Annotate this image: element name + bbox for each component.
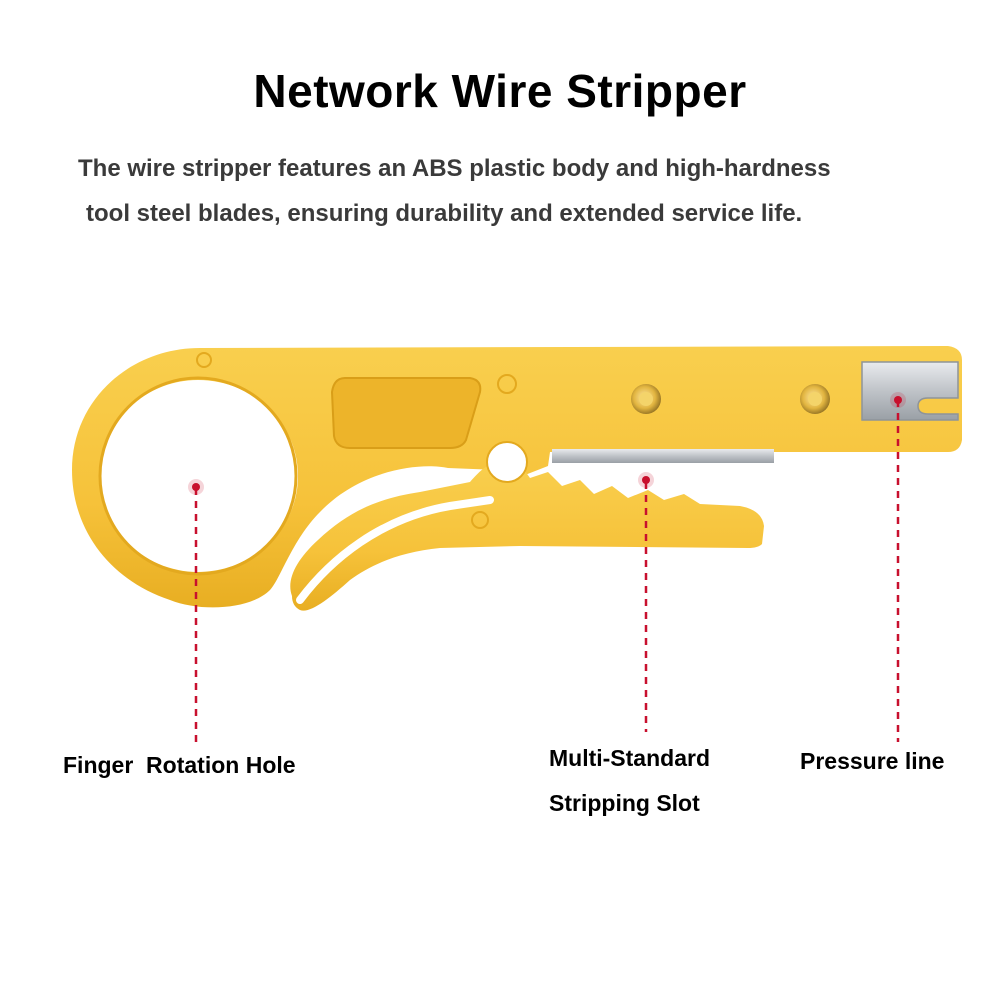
pivot-hole: [487, 442, 527, 482]
callout-leaders: [194, 400, 900, 742]
label-finger-rotation-hole: Finger Rotation Hole: [63, 752, 296, 778]
pressure-tip-blade: [861, 361, 959, 421]
marker-pressure-line: [894, 396, 902, 404]
label-stripping-slot-line2: Stripping Slot: [549, 790, 700, 816]
stripping-blade: [552, 449, 774, 463]
finger-hole-rim: [98, 376, 298, 576]
marker-stripping-slot: [642, 476, 650, 484]
label-stripping-slot-line1: Multi-Standard: [549, 745, 710, 771]
stripper-main-body: [72, 346, 962, 608]
lever-gap: [296, 496, 494, 604]
stripper-lower-lever: [290, 462, 764, 611]
marker-finger-hole: [192, 483, 200, 491]
page-title: Network Wire Stripper: [253, 65, 747, 117]
label-pressure-line: Pressure line: [800, 748, 945, 774]
description-line-1: The wire stripper features an ABS plasti…: [78, 155, 831, 182]
description-line-2: tool steel blades, ensuring durability a…: [86, 200, 803, 227]
grip-recess: [330, 377, 482, 449]
